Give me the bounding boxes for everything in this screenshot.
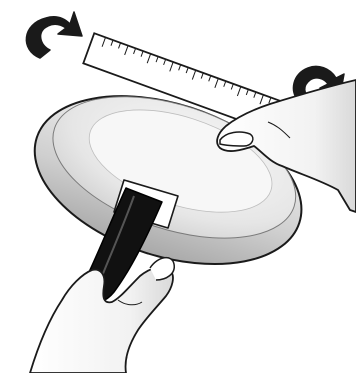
left-hand: [30, 258, 174, 373]
rotate-arrow-icon: [26, 12, 82, 58]
